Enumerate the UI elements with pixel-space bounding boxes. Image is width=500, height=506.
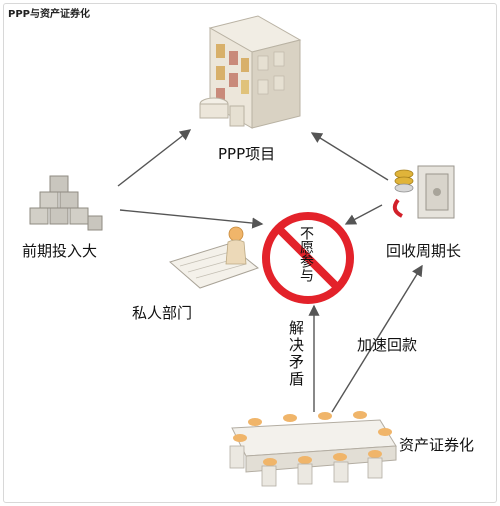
arrow-investment-to-nosign <box>119 209 264 229</box>
crates-icon <box>29 175 103 231</box>
label-resolve-conflict: 解决矛盾 <box>287 320 305 388</box>
building-icon <box>199 15 302 129</box>
arrow-payback-to-nosign <box>344 204 383 225</box>
node-long-payback: 回收周期长 <box>386 242 462 260</box>
person-desk-icon <box>168 226 260 289</box>
node-private-sector: 私人部门 <box>132 304 193 322</box>
meeting-table-icon <box>229 411 397 487</box>
prohibition-sign <box>262 212 354 304</box>
diagram-frame <box>3 3 497 503</box>
arrow-payback-to-ppp <box>310 132 389 181</box>
header-title: PPP与资产证券化 <box>8 9 90 20</box>
arrow-securitization-to-payback <box>331 264 423 413</box>
arrow-investment-to-ppp <box>117 129 192 187</box>
safe-coins-icon <box>392 165 455 219</box>
node-securitization: 资产证券化 <box>399 436 475 454</box>
node-ppp-project: PPP项目 <box>218 145 276 163</box>
no-sign-text: 不愿参与 <box>298 226 314 282</box>
label-speed-up-payment: 加速回款 <box>357 336 418 354</box>
node-upfront-investment: 前期投入大 <box>22 242 98 260</box>
